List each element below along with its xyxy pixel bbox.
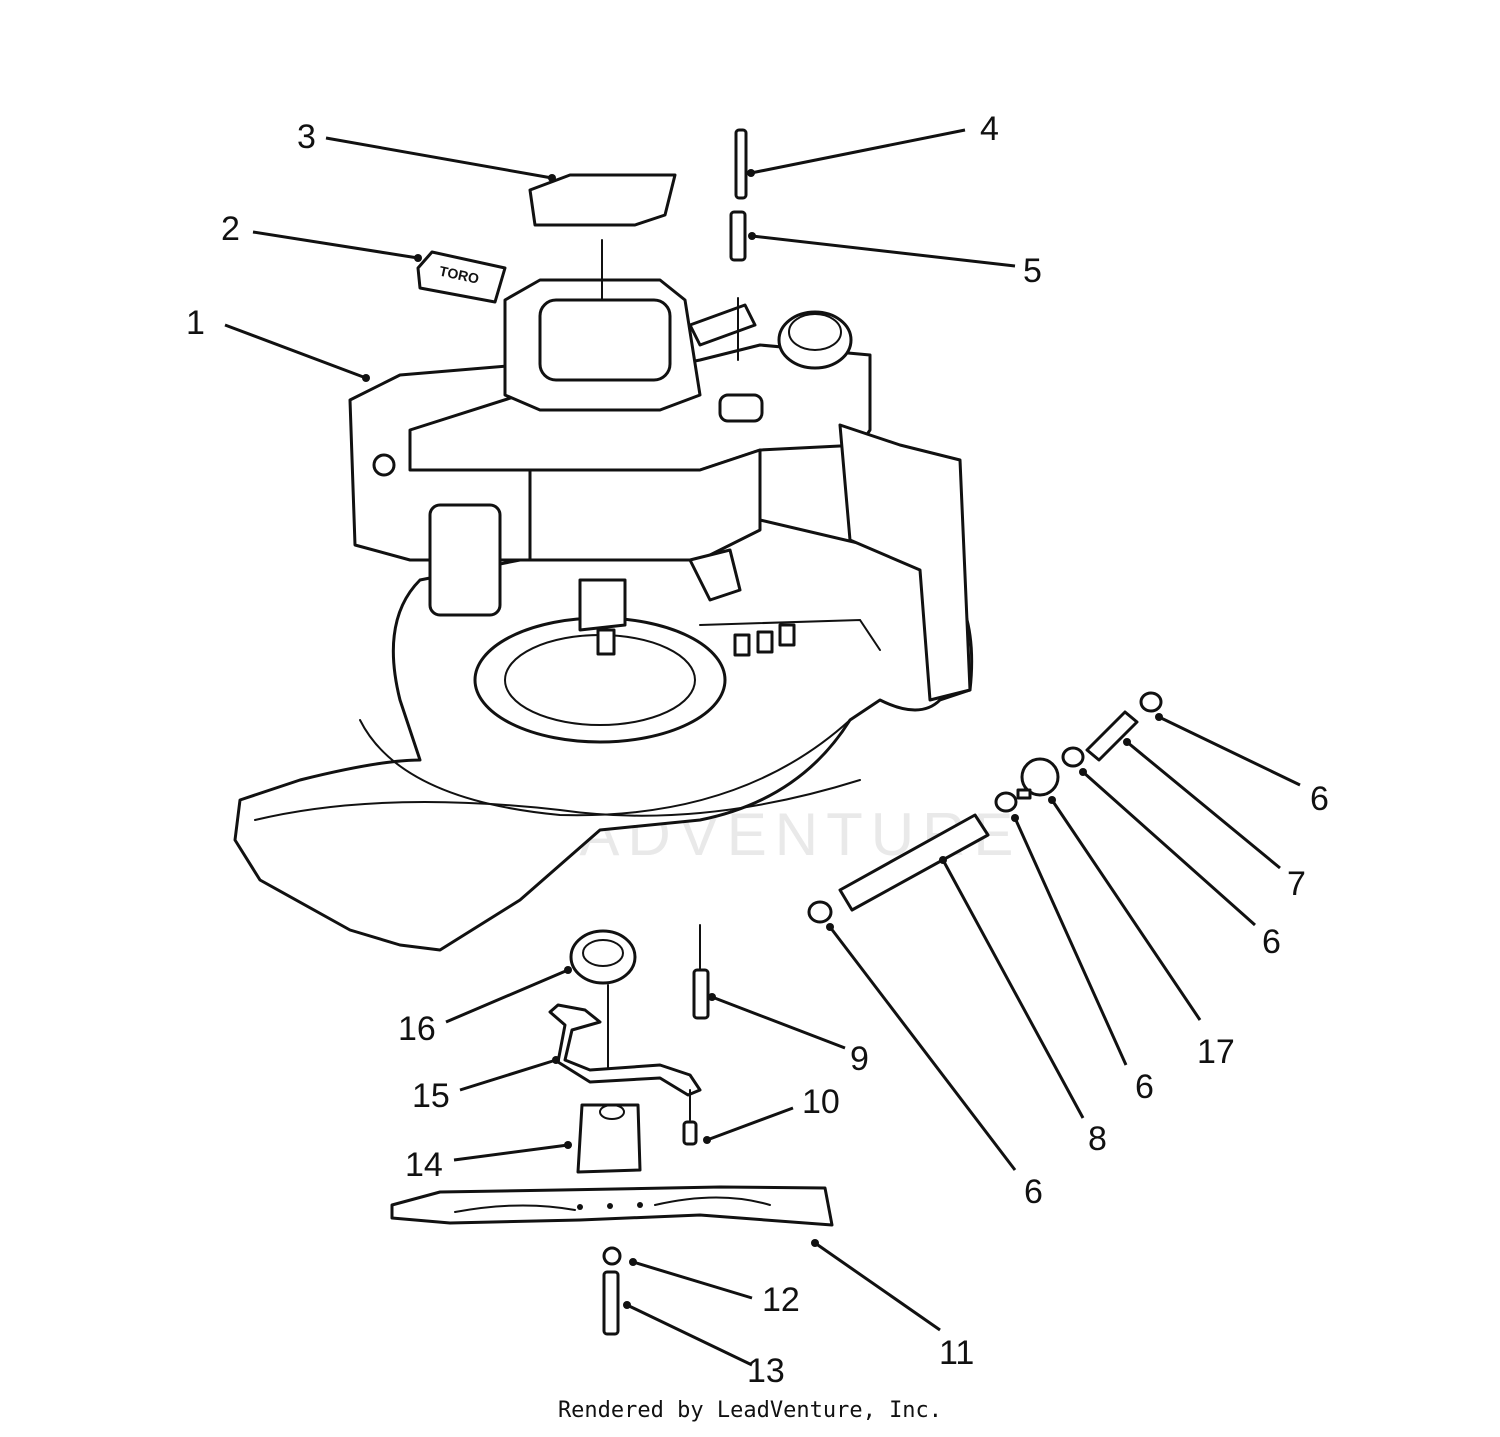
callout-labels: 1 2 3 4 5 6 6 6 6 7 8 9 10 11 12 13 14 1… (186, 110, 1329, 1390)
callout-1: 1 (186, 304, 205, 342)
callout-13: 13 (747, 1352, 785, 1390)
callout-6a: 6 (1310, 780, 1329, 818)
callout-10: 10 (802, 1083, 840, 1121)
callout-3: 3 (297, 118, 316, 156)
callout-17: 17 (1197, 1033, 1235, 1071)
callout-6c: 6 (1135, 1068, 1154, 1106)
leader-lines (224, 128, 1301, 1367)
callout-15: 15 (412, 1077, 450, 1115)
bolt-pin (734, 128, 748, 200)
blade-assembly (390, 924, 834, 1336)
callout-14: 14 (405, 1146, 443, 1184)
callout-7: 7 (1287, 865, 1306, 903)
callout-16: 16 (398, 1010, 436, 1048)
footer-credit: Rendered by LeadVenture, Inc. (557, 1398, 943, 1423)
engine (348, 278, 972, 702)
callout-11: 11 (939, 1334, 974, 1372)
callout-9: 9 (850, 1040, 869, 1078)
callout-5: 5 (1023, 252, 1042, 290)
axle-parts (807, 691, 1163, 924)
callout-6b: 6 (1262, 923, 1281, 961)
callout-8: 8 (1088, 1120, 1107, 1158)
callout-12: 12 (762, 1281, 800, 1319)
callout-6d: 6 (1024, 1173, 1043, 1211)
toro-decal: TORO (416, 250, 507, 304)
callout-4: 4 (980, 110, 999, 148)
callout-2: 2 (221, 210, 240, 248)
sleeve (729, 210, 747, 262)
air-filter-cover (528, 173, 677, 227)
